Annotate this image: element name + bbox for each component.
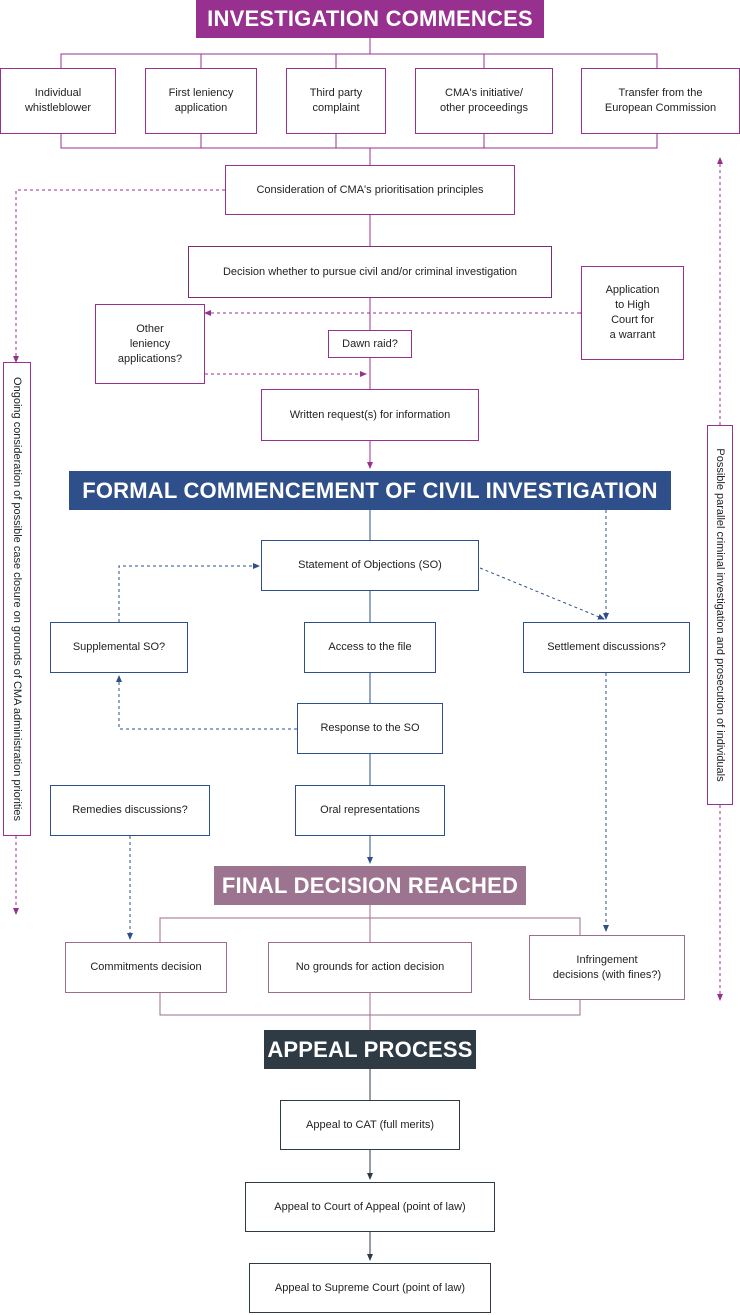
parallel-criminal-side-note: Possible parallel criminal investigation… [707,425,733,805]
case-closure-side-note-text: Ongoing consideration of possible case c… [11,377,23,821]
parallel-criminal-side-note-text: Possible parallel criminal investigation… [714,448,726,782]
source-european-commission-transfer: Transfer from the European Commission [581,68,740,134]
infringement-decisions-box: Infringement decisions (with fines?) [529,935,685,1000]
final-decision-banner: FINAL DECISION REACHED [214,866,526,905]
commitments-decision-box: Commitments decision [65,942,227,993]
prioritisation-principles-box: Consideration of CMA's prioritisation pr… [225,165,515,215]
remedies-discussions-box: Remedies discussions? [50,785,210,836]
civil-criminal-decision-box: Decision whether to pursue civil and/or … [188,246,552,298]
appeal-supreme-court-box: Appeal to Supreme Court (point of law) [249,1263,491,1313]
high-court-warrant-box: Application to High Court for a warrant [581,266,684,360]
dawn-raid-box: Dawn raid? [328,330,412,358]
appeal-cat-box: Appeal to CAT (full merits) [280,1100,460,1150]
other-leniency-applications-box: Other leniency applications? [95,304,205,384]
source-cma-initiative: CMA's initiative/ other proceedings [415,68,553,134]
response-to-so-box: Response to the SO [297,703,443,754]
source-third-party-complaint: Third party complaint [286,68,386,134]
oral-representations-box: Oral representations [295,785,445,836]
statement-of-objections-box: Statement of Objections (SO) [261,540,479,591]
appeal-process-banner: APPEAL PROCESS [264,1030,476,1069]
case-closure-side-note: Ongoing consideration of possible case c… [3,362,31,836]
source-first-leniency-application: First leniency application [145,68,257,134]
settlement-discussions-box: Settlement discussions? [523,622,690,673]
supplemental-so-box: Supplemental SO? [50,622,188,673]
access-to-file-box: Access to the file [304,622,436,673]
appeal-court-of-appeal-box: Appeal to Court of Appeal (point of law) [245,1182,495,1232]
formal-commencement-banner: FORMAL COMMENCEMENT OF CIVIL INVESTIGATI… [69,471,671,510]
source-individual-whistleblower: Individual whistleblower [0,68,116,134]
written-request-box: Written request(s) for information [261,389,479,441]
investigation-commences-banner: INVESTIGATION COMMENCES [196,0,544,38]
no-grounds-decision-box: No grounds for action decision [268,942,472,993]
